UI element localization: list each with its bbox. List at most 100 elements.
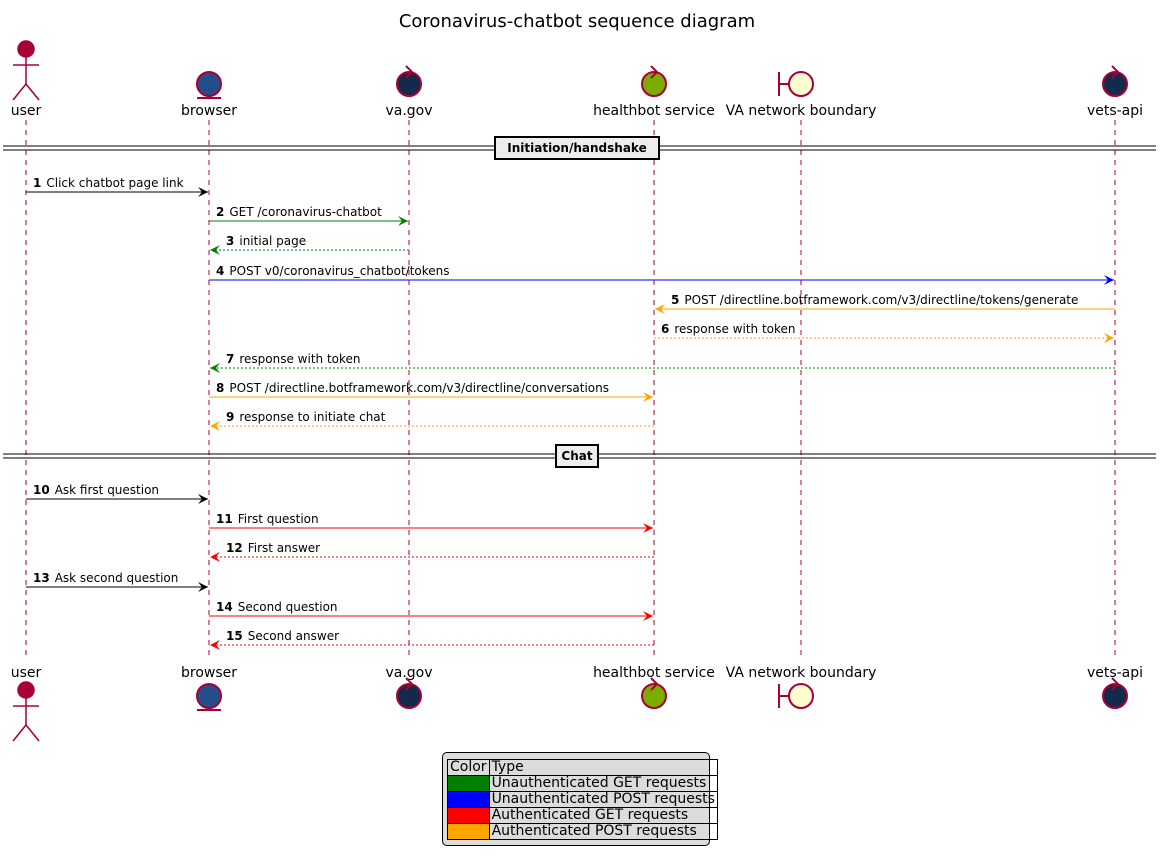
participant-label: healthbot service: [593, 103, 715, 119]
message-6: 6 response with token: [654, 322, 1114, 343]
participant-user-top: user: [11, 40, 42, 119]
messages: 1 Click chatbot page link 2 GET /coronaviru…: [26, 176, 1115, 650]
message-text: Second answer: [248, 629, 339, 643]
message-text: Click chatbot page link: [46, 176, 183, 190]
participant-browser-bottom: browser: [181, 665, 237, 711]
participant-label: vets-api: [1087, 665, 1143, 681]
message-label: 9 response to initiate chat: [226, 410, 386, 424]
message-text: initial page: [239, 234, 306, 248]
actor-icon: [12, 681, 40, 742]
message-text: POST /directline.botframework.com/v3/dir…: [684, 293, 1078, 307]
separator-box: [494, 136, 660, 160]
participant-label: VA network boundary: [726, 665, 877, 681]
separator-box: [555, 444, 599, 468]
legend-table: Color Type Unauthenticated GET requests …: [447, 759, 718, 840]
message-label: 7 response with token: [226, 352, 361, 366]
message-text: First answer: [248, 541, 320, 555]
participant-healthbot-top: healthbot service: [593, 65, 715, 119]
participant-label: browser: [181, 103, 237, 119]
legend-header-color: Color: [447, 759, 490, 776]
message-14: 14 Second question: [209, 600, 653, 621]
message-label: 12 First answer: [226, 541, 320, 555]
control-icon: [641, 677, 667, 709]
entity-icon: [196, 683, 222, 711]
message-number: 3: [226, 234, 234, 248]
message-label: 3 initial page: [226, 234, 306, 248]
participant-vetsapi-top: vets-api: [1087, 65, 1143, 119]
message-9: 9 response to initiate chat: [210, 410, 654, 431]
message-7: 7 response with token: [210, 352, 1115, 373]
legend-row: Unauthenticated GET requests: [447, 775, 718, 792]
boundary-icon: [778, 683, 814, 709]
participants-top: user browser va.gov healthbot service VA net…: [11, 40, 1143, 119]
message-number: 6: [661, 322, 669, 336]
legend-header-type: Type: [488, 759, 718, 776]
legend-type-label: Authenticated POST requests: [488, 823, 718, 840]
participant-boundary-top: VA network boundary: [726, 71, 877, 119]
separator: Chat: [3, 444, 1156, 468]
message-label: 13 Ask second question: [33, 571, 178, 585]
lifelines: [25, 120, 1116, 660]
participant-vagov-bottom: va.gov: [385, 665, 433, 709]
participant-label: user: [11, 103, 42, 119]
control-icon: [396, 65, 422, 97]
message-number: 13: [33, 571, 50, 585]
message-label: 14 Second question: [216, 600, 338, 614]
legend-swatch-red: [447, 807, 490, 824]
message-text: response to initiate chat: [239, 410, 385, 424]
message-label: 1 Click chatbot page link: [33, 176, 184, 190]
participant-browser-top: browser: [181, 71, 237, 119]
message-11: 11 First question: [209, 512, 653, 533]
message-12: 12 First answer: [210, 541, 654, 562]
control-icon: [1102, 65, 1128, 97]
legend-header-row: Color Type: [447, 759, 718, 776]
message-number: 14: [216, 600, 233, 614]
message-number: 5: [671, 293, 679, 307]
legend-row: Authenticated POST requests: [447, 823, 718, 840]
message-text: First question: [238, 512, 319, 526]
legend: Color Type Unauthenticated GET requests …: [442, 752, 718, 846]
message-label: 6 response with token: [661, 322, 796, 336]
message-text: response with token: [239, 352, 360, 366]
participant-label: browser: [181, 665, 237, 681]
participant-boundary-bottom: VA network boundary: [726, 665, 877, 709]
legend-row: Authenticated GET requests: [447, 807, 718, 824]
control-icon: [396, 677, 422, 709]
message-number: 11: [216, 512, 233, 526]
participant-label: healthbot service: [593, 665, 715, 681]
separator-label: Initiation/handshake: [507, 141, 646, 155]
participant-vagov-top: va.gov: [385, 65, 433, 119]
message-number: 15: [226, 629, 243, 643]
participant-label: va.gov: [385, 665, 432, 681]
participants-bottom: user browser va.gov healthbot service VA net…: [11, 665, 1143, 742]
participant-label: VA network boundary: [726, 103, 877, 119]
message-text: response with token: [674, 322, 795, 336]
message-number: 2: [216, 205, 224, 219]
message-text: GET /coronavirus-chatbot: [229, 205, 382, 219]
message-number: 7: [226, 352, 234, 366]
diagram-title: Coronavirus-chatbot sequence diagram: [399, 11, 755, 32]
message-number: 9: [226, 410, 234, 424]
message-text: POST /directline.botframework.com/v3/dir…: [229, 381, 609, 395]
control-icon: [641, 65, 667, 97]
message-number: 1: [33, 176, 41, 190]
separator-label: Chat: [561, 449, 592, 463]
message-text: Second question: [238, 600, 338, 614]
message-label: 15 Second answer: [226, 629, 339, 643]
message-number: 12: [226, 541, 243, 555]
separator: Initiation/handshake: [3, 136, 1156, 160]
message-number: 4: [216, 264, 224, 278]
participant-user-bottom: user: [11, 665, 42, 742]
legend-type-label: Unauthenticated POST requests: [488, 791, 718, 808]
message-label: 11 First question: [216, 512, 319, 526]
message-text: Ask second question: [55, 571, 179, 585]
entity-icon: [196, 71, 222, 99]
participant-vetsapi-bottom: vets-api: [1087, 665, 1143, 709]
legend-row: Unauthenticated POST requests: [447, 791, 718, 808]
legend-type-label: Authenticated GET requests: [488, 807, 718, 824]
